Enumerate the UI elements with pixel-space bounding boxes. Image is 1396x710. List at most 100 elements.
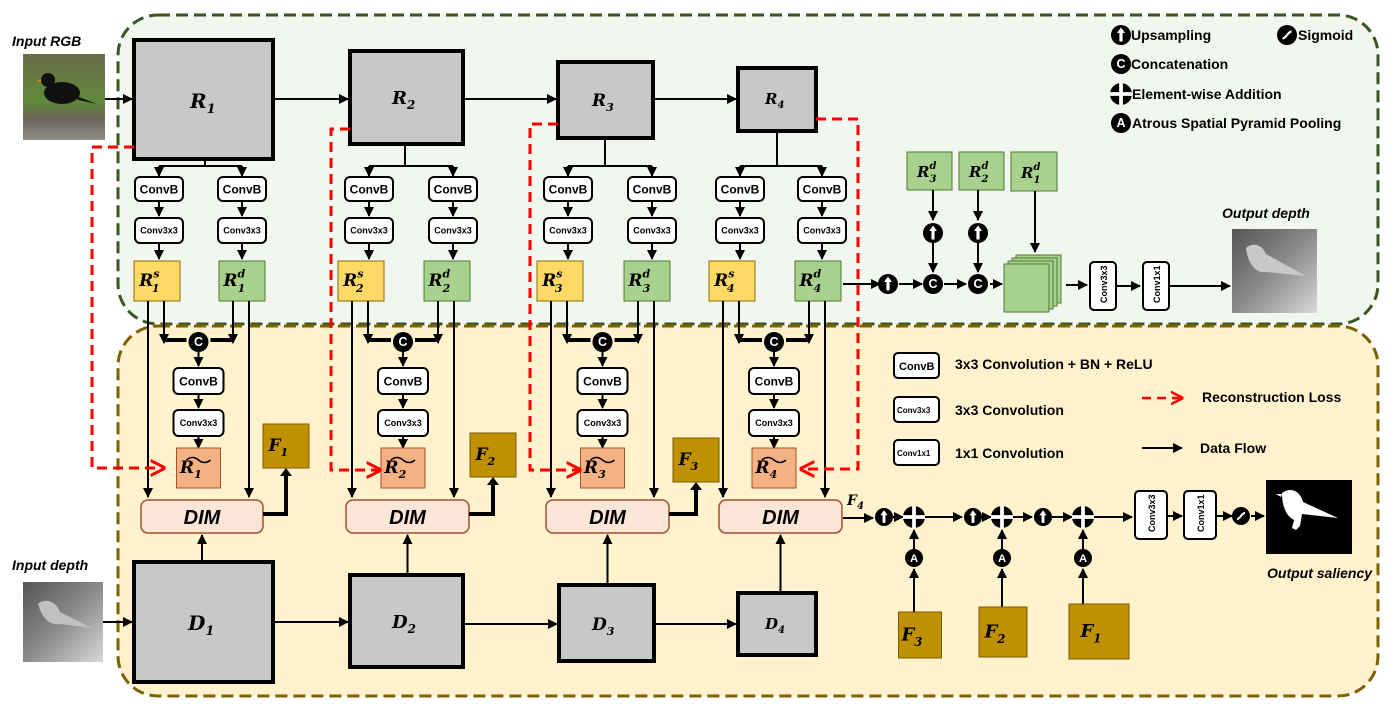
- svg-text:C: C: [769, 335, 778, 349]
- svg-text:ConvB: ConvB: [633, 182, 672, 196]
- svg-text:Rs2: Rs2: [342, 268, 364, 295]
- svg-text:Rd1: Rd1: [222, 268, 245, 295]
- svg-text:Conv3x3: Conv3x3: [803, 226, 841, 236]
- reconstructed-feature-r1: R1: [176, 447, 221, 489]
- legend-label-conv3x3: 3x3 Convolution: [955, 402, 1064, 418]
- upsampling-icon: [968, 223, 988, 243]
- convb-block: ConvB: [377, 367, 429, 395]
- recon-loss-path-3: [528, 122, 580, 470]
- svg-text:R4: R4: [764, 90, 784, 111]
- conv3x3-block: Conv3x3: [748, 409, 800, 437]
- legend-label-conv1x1: 1x1 Convolution: [955, 445, 1064, 461]
- conv3x3-block: Conv3x3: [377, 409, 429, 437]
- svg-text:Conv1x1: Conv1x1: [1152, 265, 1162, 303]
- convb-block: ConvB: [627, 176, 677, 202]
- svg-text:R3: R3: [583, 458, 606, 481]
- encoder-block-r2: R2: [348, 49, 465, 146]
- legend-label-concatenation: Concatenation: [1131, 56, 1228, 72]
- legend-label-upsampling: Upsampling: [1131, 27, 1211, 43]
- convb-block: ConvB: [748, 367, 800, 395]
- aspp-icon: A: [905, 549, 923, 567]
- legend-label-addition: Element-wise Addition: [1132, 86, 1282, 102]
- svg-text:Conv3x3: Conv3x3: [350, 226, 388, 236]
- legend-label-data-flow: Data Flow: [1200, 440, 1266, 456]
- svg-text:DIM: DIM: [184, 507, 222, 529]
- svg-text:Conv3x3: Conv3x3: [755, 418, 793, 428]
- conv3x3-block: Conv3x3: [344, 217, 394, 244]
- addition-icon: [903, 506, 925, 528]
- svg-text:Conv3x3: Conv3x3: [549, 226, 587, 236]
- saliency-decoder-conv1x1: Conv1x1: [1183, 490, 1217, 540]
- svg-text:R1: R1: [179, 458, 202, 481]
- sigmoid-icon: [1277, 25, 1297, 45]
- convb-block: ConvB: [134, 176, 184, 202]
- svg-text:ConvB: ConvB: [179, 374, 218, 388]
- svg-text:A: A: [1116, 116, 1125, 130]
- svg-text:Conv3x3: Conv3x3: [721, 226, 759, 236]
- svg-text:C: C: [598, 335, 607, 349]
- dim-module-2: DIM: [345, 499, 470, 534]
- svg-text:Conv3x3: Conv3x3: [584, 418, 622, 428]
- svg-text:Rd1: Rd1: [1020, 162, 1040, 186]
- svg-text:A: A: [910, 553, 918, 565]
- svg-text:R2: R2: [391, 88, 415, 112]
- convb-block: ConvB: [715, 176, 765, 202]
- upsampling-icon: [964, 508, 982, 526]
- svg-text:A: A: [1079, 553, 1087, 565]
- svg-text:F4: F4: [846, 493, 864, 512]
- encoder-block-d2: D2: [348, 573, 465, 669]
- fusion-feature-f2: F2: [469, 432, 517, 478]
- saliency-decoder-input-f3: F3: [898, 611, 942, 659]
- svg-text:Conv3x3: Conv3x3: [633, 226, 671, 236]
- reconstructed-feature-r2: R2: [380, 447, 426, 489]
- svg-text:Conv3x3: Conv3x3: [434, 226, 472, 236]
- concatenation-icon: C: [188, 332, 209, 352]
- concatenation-icon: C: [764, 332, 784, 352]
- svg-text:F1: F1: [267, 436, 288, 459]
- svg-text:Rd4: Rd4: [798, 268, 821, 295]
- svg-text:ConvB: ConvB: [549, 182, 588, 196]
- output-depth-image: [1232, 229, 1317, 313]
- aspp-icon: A: [993, 549, 1011, 567]
- svg-text:Rs4: Rs4: [713, 268, 734, 295]
- aspp-icon: A: [1111, 113, 1131, 133]
- legend-conv3x3-box: [893, 396, 940, 423]
- input-depth-image: [23, 582, 103, 662]
- conv3x3-block: Conv3x3: [627, 217, 677, 244]
- conv3x3-block: Conv3x3: [543, 217, 593, 244]
- convb-block: ConvB: [797, 176, 847, 202]
- svg-text:C: C: [973, 277, 982, 291]
- convb-block: ConvB: [428, 176, 478, 202]
- svg-text:DIM: DIM: [762, 507, 800, 529]
- upsampling-icon: [878, 274, 898, 294]
- svg-text:C: C: [398, 335, 407, 349]
- svg-text:ConvB: ConvB: [140, 182, 179, 196]
- svg-text:DIM: DIM: [589, 507, 627, 529]
- encoder-block-r3: R3: [556, 60, 655, 140]
- conv3x3-block: Conv3x3: [134, 217, 184, 244]
- svg-text:Conv3x3: Conv3x3: [897, 406, 931, 415]
- svg-text:D1: D1: [187, 611, 214, 639]
- saliency-decoder-input-f2: F2: [978, 606, 1028, 658]
- svg-text:F3: F3: [900, 624, 922, 648]
- convb-block: ConvB: [344, 176, 394, 202]
- svg-text:D4: D4: [764, 615, 785, 636]
- saliency-decoder-input-f1: F1: [1068, 603, 1130, 660]
- encoder-block-d3: D3: [557, 583, 656, 663]
- svg-text:C: C: [194, 335, 203, 349]
- addition-icon: [991, 506, 1013, 528]
- fusion-feature-f3: F3: [672, 437, 720, 483]
- convb-block: ConvB: [576, 367, 629, 395]
- addition-icon: [1072, 506, 1094, 528]
